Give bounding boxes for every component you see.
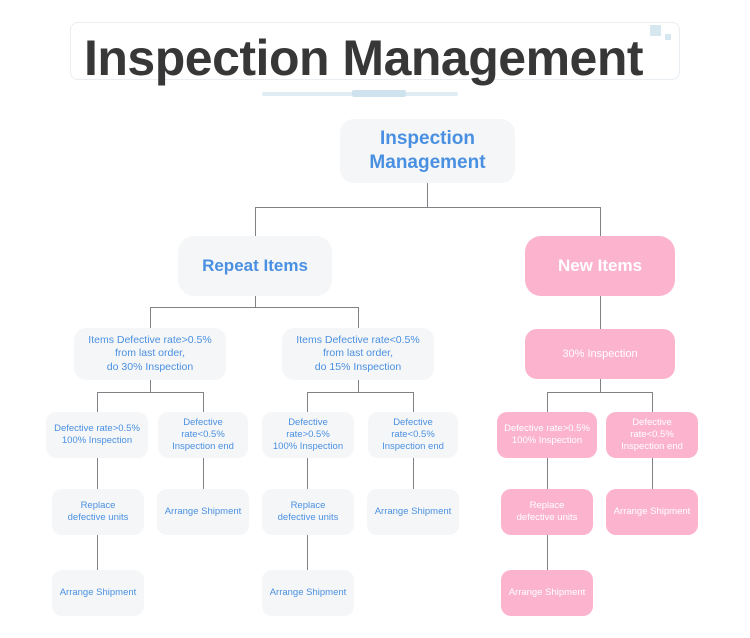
connector-l4f-to-l5f [652,458,653,489]
connector-l5a-to-l6a [97,535,98,570]
node-new-under[interactable]: Defective rate<0.5% Inspection end [606,412,698,458]
node-new-30-label: 30% Inspection [562,347,638,360]
header-card [70,22,680,80]
node-repeat-low-line2: from last order, [322,347,394,360]
node-repeat-low-end-ship[interactable]: Arrange Shipment [367,489,459,535]
node-inspection-management-root[interactable]: Inspection Management [340,119,515,183]
connector-to-l4a [97,392,98,412]
decorative-square-icon [650,25,661,36]
node-new-ship-label: Arrange Shipment [508,586,586,598]
node-new-30-inspection[interactable]: 30% Inspection [525,329,675,379]
connector-l4b-to-l5b [203,458,204,489]
node-repeat-high-under-line2: Inspection end [172,441,234,453]
node-new-end-ship-label: Arrange Shipment [613,505,691,517]
node-new-under-line2: Inspection end [621,441,683,453]
connector-level4-bus-b [307,392,413,393]
connector-l4c-to-l5c [307,458,308,489]
node-repeat-low-over-line1: Defective rate>0.5% [286,416,330,440]
connector-l4d-to-l5d [413,458,414,489]
connector-to-repeat-items [255,207,256,236]
title-underline-accent [352,90,406,97]
node-repeat-high-line3: do 30% Inspection [106,360,194,373]
node-repeat-low-over[interactable]: Defective rate>0.5% 100% Inspection [262,412,354,458]
node-repeat-high-under[interactable]: Defective rate<0.5% Inspection end [158,412,248,458]
page-title: Inspection Management [84,30,644,86]
connector-new-30-down [600,379,601,392]
connector-l4a-to-l5a [97,458,98,489]
node-repeat-low-under-line2: Inspection end [382,441,444,453]
node-new-over-line2: 100% Inspection [511,435,583,446]
node-repeat-high-ship-label: Arrange Shipment [59,586,137,598]
connector-new-items-down [600,296,601,329]
connector-to-l4d [413,392,414,412]
connector-root-down [427,183,428,207]
node-repeat-high-over-line2: 100% Inspection [61,435,133,446]
node-new-items[interactable]: New Items [525,236,675,296]
node-repeat-items-label: Repeat Items [202,256,308,276]
node-new-ship[interactable]: Arrange Shipment [501,570,593,616]
node-repeat-high-replace-line2: defective units [67,512,129,523]
node-root-line1: Inspection [379,127,475,149]
connector-repeat-high-down [150,380,151,392]
connector-level3-bus-repeat [150,307,359,308]
connector-to-l4b [203,392,204,412]
node-repeat-low-replace-line1: Replace [290,499,326,511]
node-repeat-high-under-line1: Defective rate<0.5% [181,416,225,440]
connector-level2-bus [255,207,601,208]
node-repeat-low-under[interactable]: Defective rate<0.5% Inspection end [368,412,458,458]
connector-level4-bus-a [97,392,203,393]
node-repeat-low-over-line2: 100% Inspection [272,441,344,453]
node-repeat-low-replace[interactable]: Replace defective units [262,489,354,535]
node-repeat-low-under-line1: Defective rate<0.5% [391,416,435,440]
node-new-replace-line1: Replace [529,499,565,511]
node-new-end-ship[interactable]: Arrange Shipment [606,489,698,535]
connector-repeat-low-down [358,380,359,392]
node-repeat-high-replace-line1: Replace [80,499,116,511]
node-repeat-low-ship-label: Arrange Shipment [269,586,347,598]
node-repeat-high-replace[interactable]: Replace defective units [52,489,144,535]
node-repeat-low-end-ship-label: Arrange Shipment [374,505,452,517]
node-repeat-high-end-ship[interactable]: Arrange Shipment [157,489,249,535]
node-repeat-high-over[interactable]: Defective rate>0.5% 100% Inspection [46,412,148,458]
node-root-line2: Management [369,152,486,173]
connector-to-l4f [652,392,653,412]
node-new-replace[interactable]: Replace defective units [501,489,593,535]
node-repeat-low-defect[interactable]: Items Defective rate<0.5% from last orde… [282,328,434,380]
node-repeat-high-ship[interactable]: Arrange Shipment [52,570,144,616]
connector-l4e-to-l5e [547,458,548,489]
node-repeat-high-line2: from last order, [114,347,186,360]
node-new-over-line1: Defective rate>0.5% [504,422,590,434]
node-new-items-label: New Items [557,256,643,276]
connector-level4-bus-c [547,392,652,393]
node-repeat-high-over-line1: Defective rate>0.5% [54,422,140,434]
node-repeat-high-end-ship-label: Arrange Shipment [164,505,242,517]
node-repeat-low-line1: Items Defective rate<0.5% [296,333,420,346]
node-repeat-low-replace-line2: defective units [277,512,339,523]
node-repeat-items[interactable]: Repeat Items [178,236,332,296]
connector-to-new-items [600,207,601,236]
node-new-under-line1: Defective rate<0.5% [630,416,674,440]
connector-l5e-to-l6c [547,535,548,570]
node-new-over[interactable]: Defective rate>0.5% 100% Inspection [497,412,597,458]
connector-to-l4c [307,392,308,412]
connector-to-repeat-high [150,307,151,328]
connector-repeat-down [255,296,256,307]
connector-to-l4e [547,392,548,412]
decorative-square-small-icon [665,34,671,40]
connector-l5c-to-l6b [307,535,308,570]
node-repeat-low-line3: do 15% Inspection [314,360,402,373]
connector-to-repeat-low [358,307,359,328]
node-repeat-low-ship[interactable]: Arrange Shipment [262,570,354,616]
node-new-replace-line2: defective units [516,512,578,523]
node-repeat-high-defect[interactable]: Items Defective rate>0.5% from last orde… [74,328,226,380]
node-repeat-high-line1: Items Defective rate>0.5% [88,333,212,346]
